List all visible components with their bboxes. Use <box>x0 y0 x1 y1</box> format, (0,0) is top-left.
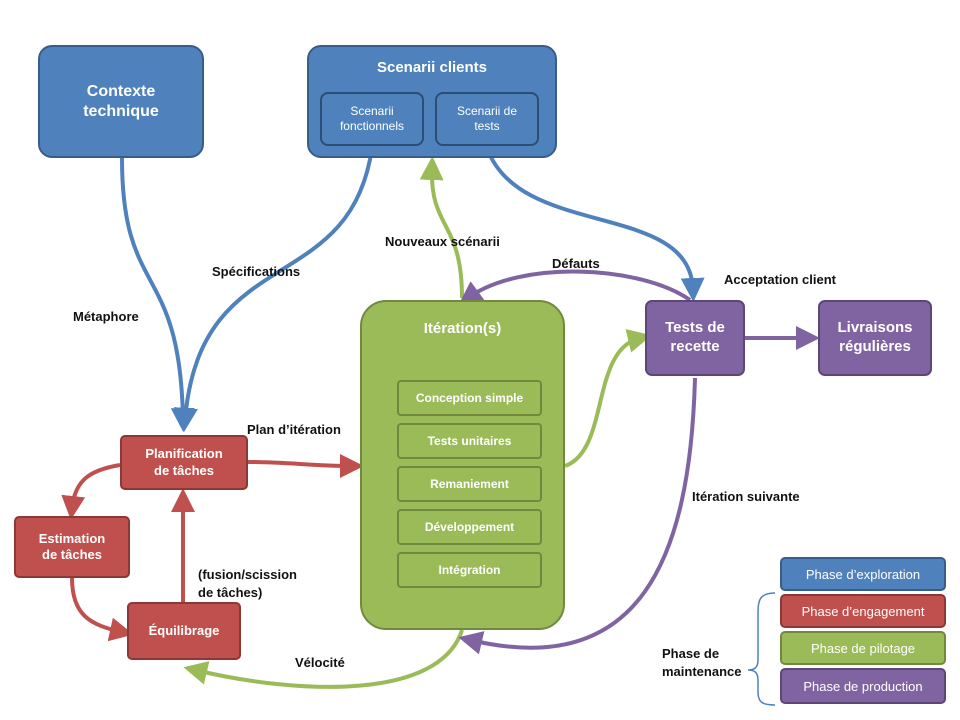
scenarii-fonctionnels-label: Scenarii fonctionnels <box>339 104 405 133</box>
label-acceptation-client: Acceptation client <box>724 272 836 287</box>
equilibrage-box[interactable]: Équilibrage <box>127 602 241 660</box>
tests-de-recette-box[interactable]: Tests de recette <box>645 300 745 376</box>
legend-label: Phase de production <box>803 678 923 694</box>
label-specifications: Spécifications <box>212 264 301 279</box>
arrow-metaphore <box>120 157 195 432</box>
step-label: Tests unitaires <box>427 433 512 448</box>
legend-phase-engagement: Phase d’engagement <box>780 594 946 628</box>
equilibrage-label: Équilibrage <box>148 622 220 638</box>
arrow-specifications <box>174 147 374 432</box>
planification-box[interactable]: Planification de tâches <box>120 435 248 490</box>
arrow-planif-estimation <box>61 463 121 520</box>
label-iteration-suivante: Itération suivante <box>692 489 800 504</box>
step-label: Intégration <box>438 562 501 577</box>
step-remaniement[interactable]: Remaniement <box>397 466 542 502</box>
contexte-technique-box[interactable]: Contexte technique <box>38 45 204 158</box>
scenarii-tests-box[interactable]: Scenarii de tests <box>435 92 539 146</box>
step-conception-simple[interactable]: Conception simple <box>397 380 542 416</box>
step-integration[interactable]: Intégration <box>397 552 542 588</box>
arrow-estimation-equilibrage <box>70 577 134 642</box>
estimation-label: Estimation de tâches <box>38 530 106 562</box>
legend-label: Phase de pilotage <box>810 640 916 656</box>
step-label: Développement <box>424 519 515 534</box>
arrow-iteration-suivante <box>458 377 697 655</box>
label-fusion-scission: (fusion/scission de tâches) <box>198 567 297 600</box>
step-label: Remaniement <box>430 476 509 491</box>
label-defauts: Défauts <box>552 256 600 271</box>
arrow-defauts <box>458 269 692 306</box>
livraisons-regulieres-box[interactable]: Livraisons régulières <box>818 300 932 376</box>
arrow-nouveaux-scenarii <box>419 156 464 299</box>
arrow-velocite <box>183 629 464 689</box>
livraisons-regulieres-label: Livraisons régulières <box>837 319 913 355</box>
legend-phase-pilotage: Phase de pilotage <box>780 631 946 665</box>
label-nouveaux-scenarii: Nouveaux scénarii <box>385 234 500 249</box>
legend-phase-exploration: Phase d’exploration <box>780 557 946 591</box>
arrow-scenarii-tests <box>485 147 705 302</box>
step-tests-unitaires[interactable]: Tests unitaires <box>397 423 542 459</box>
planification-label: Planification de tâches <box>145 446 223 478</box>
tests-de-recette-label: Tests de recette <box>665 319 725 355</box>
legend-label: Phase d’engagement <box>801 603 925 619</box>
scenarii-fonctionnels-box[interactable]: Scenarii fonctionnels <box>320 92 424 146</box>
label-metaphore: Métaphore <box>73 309 139 324</box>
scenarii-clients-label: Scenarii clients <box>376 59 488 76</box>
arrow-plan-iteration <box>247 453 364 478</box>
step-developpement[interactable]: Développement <box>397 509 542 545</box>
label-plan-iteration: Plan d’itération <box>247 422 341 437</box>
label-velocite: Vélocité <box>295 655 345 670</box>
arrow-iteration-recette <box>564 329 652 468</box>
legend-phase-production: Phase de production <box>780 668 946 704</box>
label-phase-maintenance: Phase de maintenance <box>662 646 742 679</box>
step-label: Conception simple <box>415 390 524 405</box>
scenarii-tests-label: Scenarii de tests <box>456 104 518 133</box>
estimation-box[interactable]: Estimation de tâches <box>14 516 130 578</box>
maintenance-bracket <box>747 592 776 706</box>
contexte-technique-label: Contexte technique <box>83 82 159 120</box>
iteration-label: Itération(s) <box>423 320 502 337</box>
legend-label: Phase d’exploration <box>805 566 921 582</box>
